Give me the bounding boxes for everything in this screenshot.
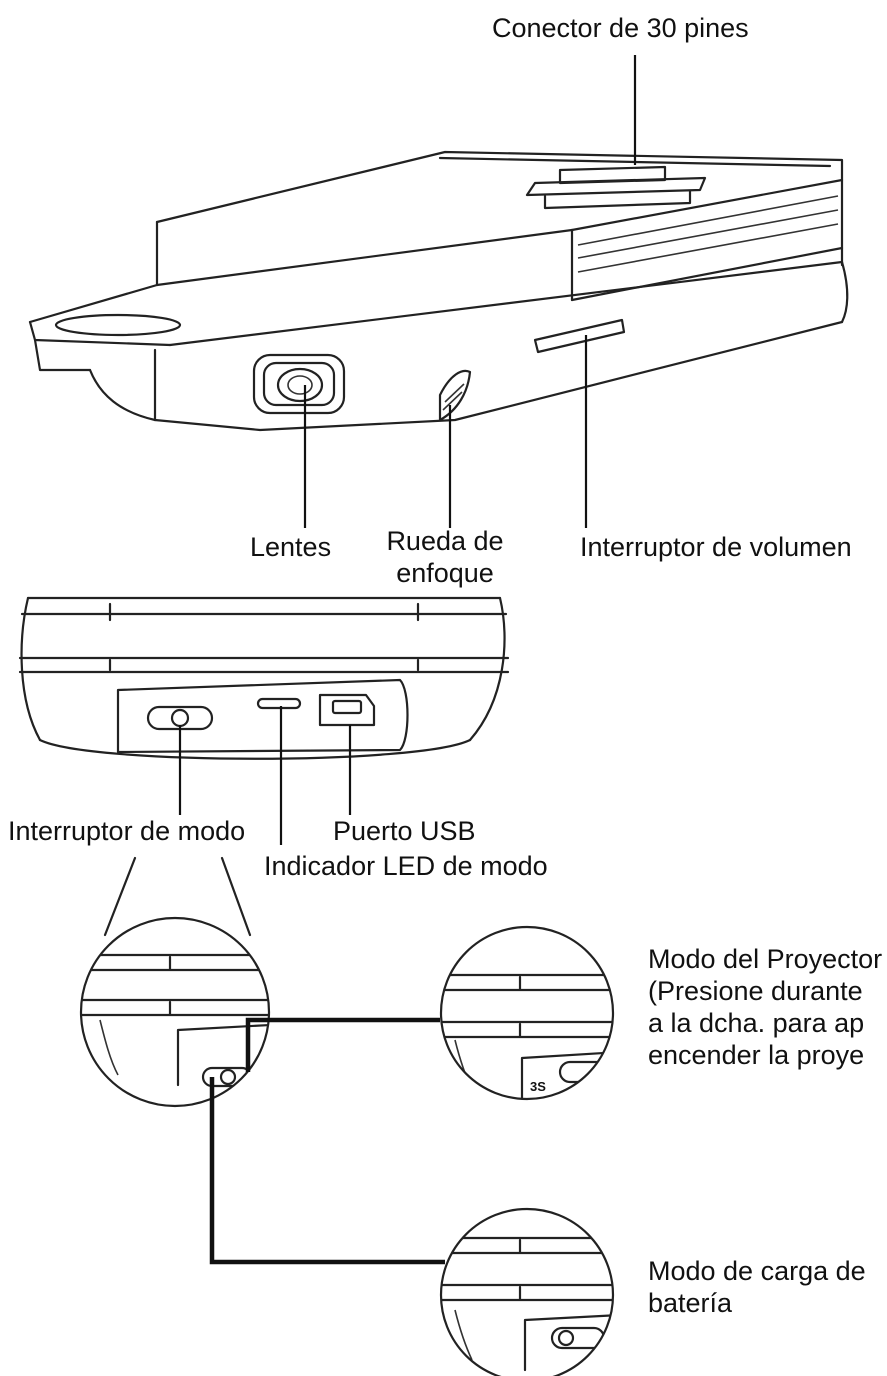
mode-switch-label: Interruptor de modo [8, 816, 246, 846]
projector-mode-line1: Modo del Proyector [648, 944, 883, 974]
mode-led-label: Indicador LED de modo [264, 851, 548, 881]
charge-mode-line2: batería [648, 1288, 733, 1318]
connector-label: Conector de 30 pines [492, 13, 749, 43]
usb-port-label: Puerto USB [333, 816, 476, 846]
projector-mode-label: Modo del Proyector (Presione durante a l… [648, 943, 887, 1071]
focus-wheel-label: Rueda de enfoque [375, 525, 515, 589]
projector-mode-line2: (Presione durante [648, 976, 863, 1006]
lens-label: Lentes [250, 532, 332, 562]
projector-top-view [28, 55, 849, 528]
charge-mode-line1: Modo de carga de [648, 1256, 866, 1286]
charge-mode-label: Modo de carga de batería [648, 1255, 887, 1319]
device-end-view [18, 596, 510, 845]
focus-wheel-label-line1: Rueda de [386, 526, 504, 556]
projector-mode-line3: a la dcha. para ap [648, 1008, 865, 1038]
hold-time-label: 3S [530, 1079, 546, 1094]
zoom-details [79, 856, 615, 1376]
projector-mode-line4: encender la proye [648, 1040, 865, 1070]
volume-switch-label: Interruptor de volumen [580, 532, 852, 562]
focus-wheel-label-line2: enfoque [396, 558, 494, 588]
